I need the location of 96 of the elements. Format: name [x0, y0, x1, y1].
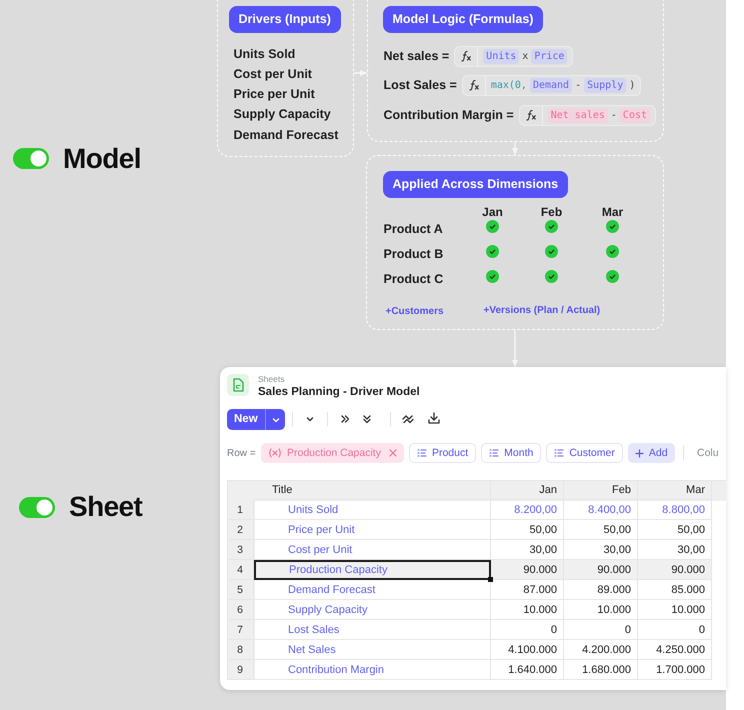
new-button: New [227, 409, 265, 430]
numeric-value: 50,00 [638, 520, 712, 540]
formula-token: Supply [584, 78, 626, 92]
numeric-value: 90.000 [491, 560, 564, 580]
dimension-link: +Customers [386, 304, 444, 318]
operator: - [610, 108, 617, 122]
row-number: 3 [228, 540, 254, 560]
row-header: Product B [384, 246, 444, 262]
numeric-value: 4.250.000 [638, 640, 712, 660]
column-header: Mar [602, 204, 624, 220]
numeric-value: 8.800,00 [638, 500, 712, 520]
driver-item: Price per Unit [234, 86, 315, 102]
row-number: 6 [228, 600, 254, 620]
formulas-panel [367, 0, 664, 142]
section-heading: Applied Across Dimensions [382, 170, 568, 198]
row-header: Product C [384, 270, 444, 286]
formula-bar [518, 104, 656, 126]
formula-label: Contribution Margin = [384, 108, 514, 122]
numeric-value: 50,00 [564, 520, 638, 540]
sheet-window [220, 367, 726, 690]
numeric-value: 10.000 [491, 600, 564, 620]
add-chip: Add [628, 443, 675, 463]
numeric-value: 8.200,00 [491, 500, 564, 520]
numeric-value: 50,00 [491, 520, 564, 540]
numeric-value: 1.680.000 [564, 660, 638, 680]
section-label: Model [63, 142, 141, 176]
column-header: Title [254, 481, 491, 500]
formula-token: Units [483, 48, 520, 64]
column-label: Colu [697, 447, 719, 460]
arrow [354, 70, 367, 76]
numeric-value: 10.000 [638, 600, 712, 620]
column-header: Feb [564, 481, 638, 500]
row-header: Product A [384, 220, 443, 236]
formula-token: Demand [530, 78, 572, 92]
formula-token: Price [531, 48, 568, 64]
numeric-value: 0 [564, 620, 638, 640]
formula-bar [462, 74, 642, 96]
formula-label: Lost Sales = [384, 78, 457, 92]
section-caption: Sheets [258, 374, 284, 384]
row-title: Contribution Margin [254, 660, 491, 680]
row-title: Price per Unit [254, 520, 491, 540]
formula-token: Cost [620, 108, 650, 122]
row-title: Net Sales [254, 640, 491, 660]
formula-label: Net sales = [384, 49, 450, 63]
column-header: Mar [638, 481, 712, 500]
document-title: Sales Planning - Driver Model [258, 385, 420, 399]
section-heading: Model Logic (Formulas) [382, 6, 544, 32]
dimension-link: +Versions (Plan / Actual) [484, 304, 600, 316]
row-number: 2 [228, 520, 254, 540]
row-number: 1 [228, 500, 254, 520]
numeric-value: 8.400,00 [564, 500, 638, 520]
drivers-panel [217, 0, 354, 157]
driver-item: Cost per Unit [234, 66, 312, 82]
dimension-chip: Month [481, 443, 542, 463]
dimensions-panel [366, 155, 664, 330]
row-label: Row = [227, 447, 256, 460]
row-title: Lost Sales [254, 620, 491, 640]
formula-bar [454, 46, 574, 66]
arrow [512, 142, 518, 155]
driver-item: Demand Forecast [234, 126, 338, 143]
section-heading: Drivers (Inputs) [228, 6, 341, 32]
row-title: Production Capacity [254, 560, 491, 580]
numeric-value: 87.000 [491, 580, 564, 600]
row-number: 9 [228, 660, 254, 680]
numeric-value: 0 [638, 620, 712, 640]
numeric-value: 90.000 [564, 560, 638, 580]
row-number: 7 [228, 620, 254, 640]
row-number: 5 [228, 580, 254, 600]
filter-chip: Production Capacity [261, 443, 404, 463]
row-number: 8 [228, 640, 254, 660]
numeric-value: 4.200.000 [564, 640, 638, 660]
arrow [512, 330, 518, 367]
column-header: Jan [482, 204, 503, 220]
dimension-chip: Customer [546, 443, 623, 463]
numeric-value: 85.000 [638, 580, 712, 600]
row-title: Supply Capacity [254, 600, 491, 620]
driver-item: Units Sold [234, 46, 296, 62]
operator: x [522, 50, 528, 64]
function-name: max(0, [490, 78, 527, 92]
operator: ) [629, 78, 636, 92]
section-label: Sheet [69, 490, 142, 524]
column-header: Jan [491, 481, 564, 500]
driver-item: Supply Capacity [234, 106, 331, 122]
row-title: Demand Forecast [254, 580, 491, 600]
numeric-value: 10.000 [564, 600, 638, 620]
numeric-value: 1.700.000 [638, 660, 712, 680]
row-title: Units Sold [254, 500, 491, 520]
numeric-value: 1.640.000 [491, 660, 564, 680]
numeric-value: 90.000 [638, 560, 712, 580]
numeric-value: 0 [491, 620, 564, 640]
numeric-value: 4.100.000 [491, 640, 564, 660]
formula-token: Net sales [548, 108, 608, 122]
column-header: Feb [540, 204, 562, 220]
numeric-value: 89.000 [564, 580, 638, 600]
operator: - [575, 78, 582, 92]
dimension-chip: Product [408, 443, 476, 463]
